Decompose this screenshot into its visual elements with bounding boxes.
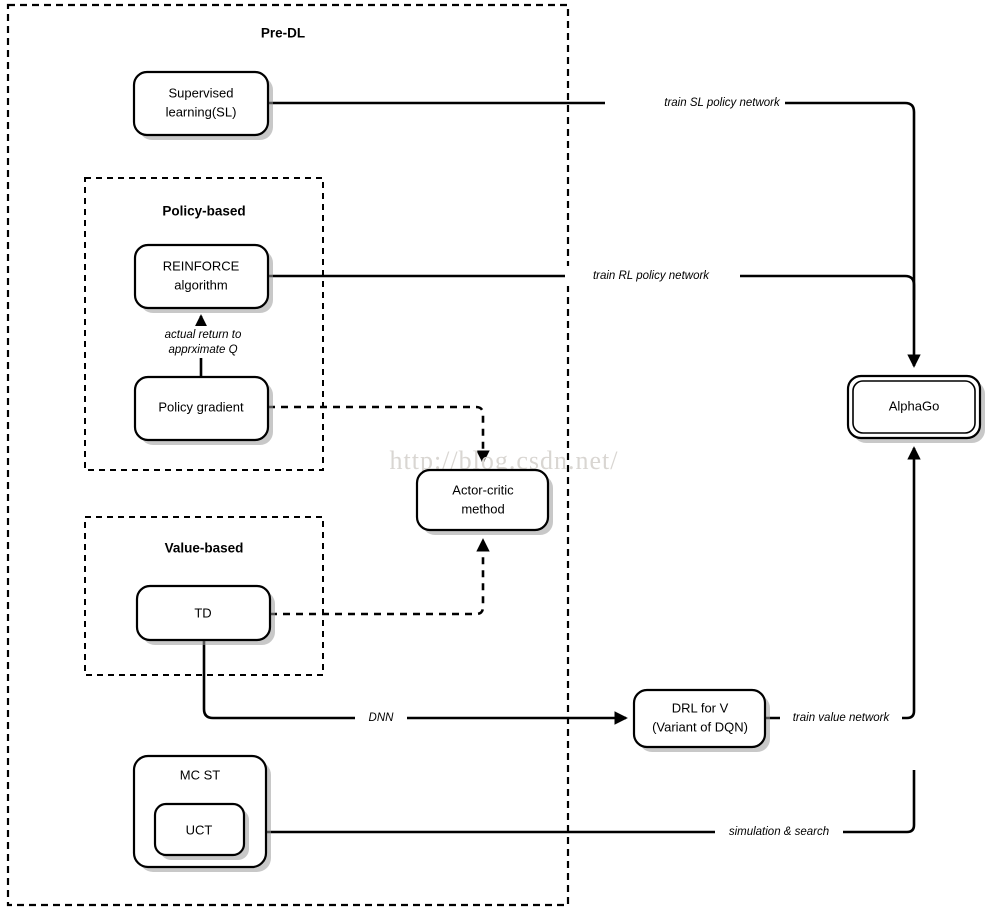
edge-sl-to-alphago — [268, 101, 921, 368]
group-pre-dl: Pre-DL — [6, 3, 570, 907]
node-mcst-label: MC ST — [180, 767, 221, 782]
group-policy-based: Policy-based — [84, 177, 324, 471]
node-drl-for-v[interactable]: DRL for V (Variant of DQN) — [632, 688, 770, 752]
node-drl-line1: DRL for V — [672, 700, 729, 715]
node-actor-critic-line2: method — [461, 501, 504, 516]
edge-policy-gradient-to-actor-critic — [268, 405, 490, 464]
node-alphago[interactable]: AlphaGo — [846, 374, 985, 443]
group-value-based: Value-based — [84, 516, 324, 676]
edge-label-bg-return — [148, 326, 258, 358]
node-reinforce-algorithm[interactable]: REINFORCE algorithm — [133, 243, 273, 313]
edge-label-bg-sim — [715, 822, 843, 842]
edge-uct-to-alphago — [242, 770, 916, 834]
edge-label-drl-to-alphago: train value network — [793, 712, 891, 724]
node-drl-line2: (Variant of DQN) — [652, 719, 748, 734]
edge-label-uct-to-alphago: simulation & search — [729, 826, 829, 838]
node-td-label: TD — [194, 605, 211, 620]
edge-label-bg-value — [780, 708, 902, 728]
edge-reinforce-to-alphago — [268, 274, 916, 300]
node-supervised-learning[interactable]: Supervised learning(SL) — [132, 70, 273, 140]
node-policy-gradient[interactable]: Policy gradient — [133, 375, 273, 445]
edge-label-bg-dnn — [355, 708, 407, 728]
node-supervised-learning-line2: learning(SL) — [166, 104, 237, 119]
node-supervised-learning-line1: Supervised — [168, 85, 233, 100]
edge-label-bg-rl — [565, 266, 740, 286]
node-actor-critic-line1: Actor-critic — [452, 482, 514, 497]
node-actor-critic[interactable]: Actor-critic method — [415, 468, 553, 535]
edge-label-actual-return-line2: apprximate Q — [168, 344, 237, 356]
edge-label-actual-return-line1: actual return to — [165, 329, 242, 341]
edge-td-to-drl — [202, 640, 628, 725]
node-reinforce-line1: REINFORCE — [163, 258, 240, 273]
node-uct[interactable]: UCT — [153, 802, 249, 860]
node-td[interactable]: TD — [135, 584, 275, 645]
edge-label-td-to-drl: DNN — [369, 712, 395, 724]
edge-label-reinforce-to-alphago: train RL policy network — [593, 270, 710, 282]
node-policy-gradient-label: Policy gradient — [158, 399, 244, 414]
group-pre-dl-title: Pre-DL — [261, 26, 305, 41]
node-uct-label: UCT — [186, 822, 213, 837]
node-reinforce-line2: algorithm — [174, 277, 227, 292]
node-alphago-label: AlphaGo — [889, 398, 940, 413]
edge-label-bg-sl — [605, 93, 785, 113]
group-value-based-title: Value-based — [165, 541, 244, 556]
edge-td-to-actor-critic — [270, 538, 490, 616]
edge-label-sl-to-alphago: train SL policy network — [664, 97, 781, 109]
group-policy-based-title: Policy-based — [162, 204, 245, 219]
edge-drl-to-alphago — [765, 446, 921, 720]
